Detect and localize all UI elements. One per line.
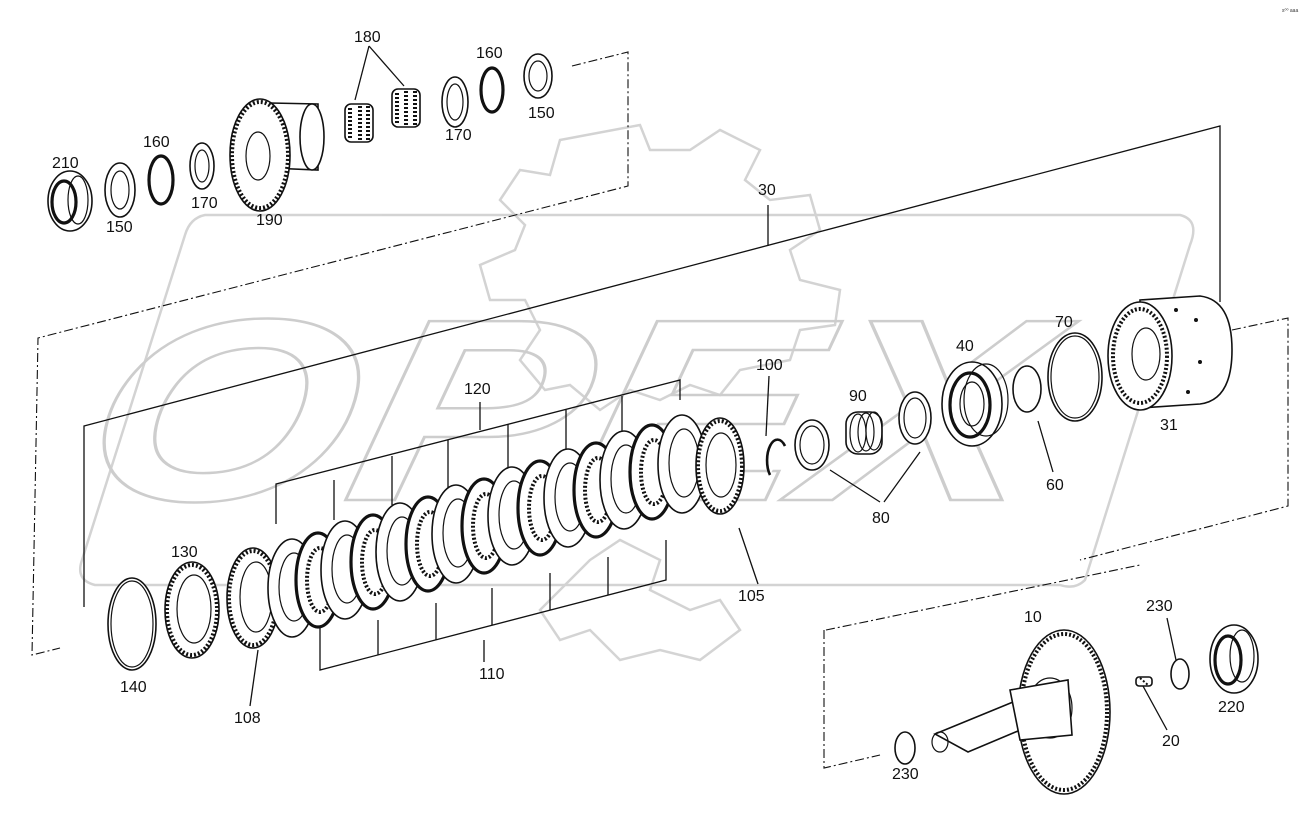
bracket-110 [319,540,667,671]
label-220: 220 [1218,699,1245,716]
part-230-ring-a [894,731,916,765]
part-220-bearing [1209,624,1259,694]
part-40-piston [941,361,1009,447]
label-31: 31 [1160,417,1178,434]
label-180: 180 [354,29,381,46]
part-160-ring-b [479,66,505,114]
clutch-plate-stack [267,414,707,638]
leader-180 [354,45,405,101]
part-labels: 210 150 160 170 190 180 160 170 150 30 3… [52,29,1245,783]
corner-code: s⁰⁰ aaa [1282,8,1298,14]
label-120: 120 [464,381,491,398]
label-105: 105 [738,588,765,605]
part-160-ring [147,154,175,206]
label-70: 70 [1055,314,1073,331]
part-60-ring [1012,365,1042,413]
label-110: 110 [479,666,505,683]
part-150-washer [104,162,136,218]
label-150-b: 150 [528,105,555,122]
label-170-a: 170 [191,195,218,212]
bracket-30 [83,125,1221,607]
part-190-gear [229,98,325,212]
label-30: 30 [758,182,776,199]
label-20: 20 [1162,733,1180,750]
label-140: 140 [120,679,147,696]
assembly-lines [31,51,1289,769]
part-90-spring [845,411,883,455]
part-31-drum [1107,295,1233,411]
part-80-washer-a [794,419,830,471]
label-40: 40 [956,338,974,355]
part-80-washer-b [898,391,932,445]
part-105-end-plate [695,417,745,515]
part-210-bearing [47,170,93,232]
part-100-snap-ring [765,438,787,476]
label-170-b: 170 [445,127,472,144]
label-230-a: 230 [892,766,919,783]
part-230-ring-b [1170,658,1190,690]
label-100: 100 [756,357,783,374]
part-10-gear-shaft [931,629,1111,795]
part-140-ring [107,577,157,671]
part-180-needle-bearing-b [391,88,421,128]
label-60: 60 [1046,477,1064,494]
part-70-ring [1047,332,1103,422]
part-130-end-plate [164,561,220,659]
part-150-washer-b [523,53,553,99]
label-230-b: 230 [1146,598,1173,615]
label-160-b: 160 [476,45,503,62]
label-108: 108 [234,710,261,727]
bracket-120 [275,379,681,524]
part-20-pin [1135,676,1153,687]
label-10: 10 [1024,609,1042,626]
part-170-washer [189,142,215,190]
label-190: 190 [256,212,283,229]
part-180-needle-bearing-a [344,103,374,143]
label-130: 130 [171,544,198,561]
part-170-washer-b [441,76,469,128]
label-80: 80 [872,510,890,527]
label-leaders [249,375,1177,731]
label-160-a: 160 [143,134,170,151]
label-90: 90 [849,388,867,405]
label-150-a: 150 [106,219,133,236]
label-210: 210 [52,155,79,172]
